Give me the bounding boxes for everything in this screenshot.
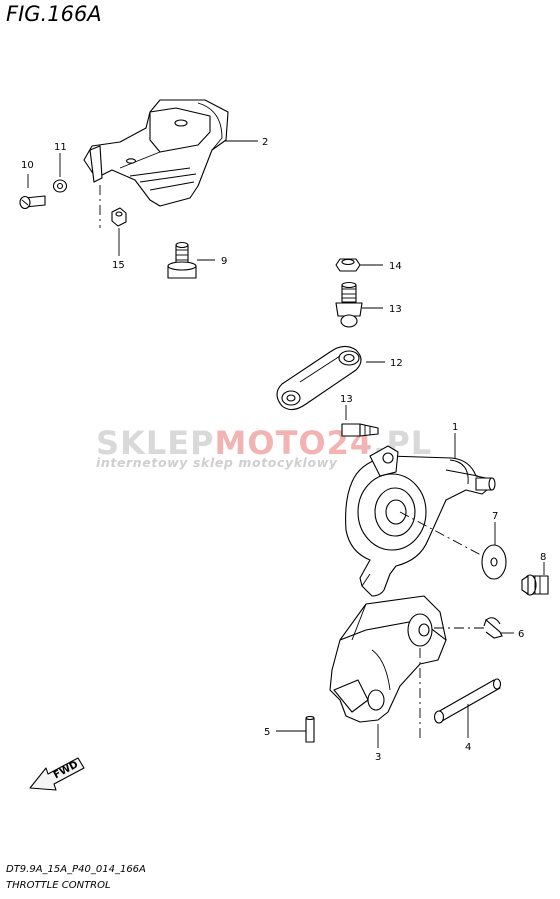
fig-title: FIG.166A — [6, 2, 102, 26]
callout-12: 12 — [390, 358, 403, 369]
callout-8: 8 — [540, 552, 546, 563]
fwd-arrow-icon: FWD — [29, 757, 85, 791]
callout-10: 10 — [21, 160, 34, 171]
callout-5: 5 — [264, 727, 270, 738]
part-11-washer[interactable] — [52, 153, 68, 193]
callout-4: 4 — [465, 742, 471, 753]
callout-15: 15 — [112, 260, 125, 271]
part-8-flange-bolt[interactable] — [521, 562, 549, 596]
callout-6: 6 — [518, 629, 524, 640]
callout-7: 7 — [492, 511, 498, 522]
figure-code: DT9.9A_15A_P40_014_166A — [6, 864, 146, 875]
callout-13-upper: 13 — [389, 304, 402, 315]
callout-9: 9 — [221, 256, 227, 267]
part-13-bolt-lower[interactable] — [341, 405, 379, 437]
part-4-pin[interactable] — [433, 678, 502, 738]
figure-name: THROTTLE CONTROL — [6, 880, 111, 891]
part-15-nut[interactable] — [111, 207, 127, 256]
part-14-nut[interactable] — [335, 258, 383, 272]
part-12-link-rod[interactable] — [276, 345, 385, 411]
callout-13-lower: 13 — [340, 394, 353, 405]
part-1-throttle-lever[interactable] — [345, 433, 496, 597]
watermark-part-a: SKLEP — [96, 424, 215, 462]
watermark-part-b: MOTO — [214, 424, 327, 462]
callout-14: 14 — [389, 261, 402, 272]
callout-11: 11 — [54, 142, 67, 153]
part-3-cam-housing[interactable] — [329, 595, 447, 748]
part-2-bracket-cover[interactable] — [83, 99, 258, 228]
part-7-washer[interactable] — [481, 522, 507, 580]
part-5-dowel-pin[interactable] — [276, 715, 315, 743]
watermark-sub: internetowy sklep motocyklowy — [96, 455, 338, 470]
callout-2: 2 — [262, 137, 268, 148]
callout-1: 1 — [452, 422, 458, 433]
callout-3: 3 — [375, 752, 381, 763]
part-6-clip[interactable] — [483, 617, 514, 639]
part-13-ball-stud-upper[interactable] — [335, 281, 383, 328]
part-10-screw[interactable] — [19, 174, 46, 210]
part-9-bolt[interactable] — [167, 241, 215, 279]
